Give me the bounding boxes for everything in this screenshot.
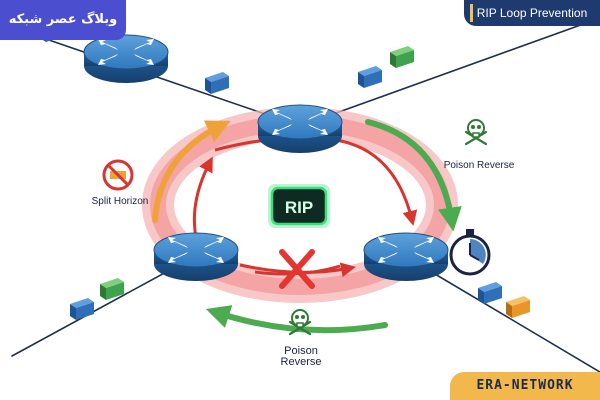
blog-badge: وبلاگ عصر شبکه bbox=[0, 0, 126, 40]
poison-reverse-label-line2: Reverse bbox=[280, 356, 322, 368]
router-bottom-left bbox=[153, 232, 239, 282]
poison-reverse-label-right: Poison Reverse bbox=[443, 160, 515, 171]
router-icon bbox=[257, 104, 343, 154]
rip-label: RIP bbox=[285, 198, 313, 217]
packet-icon bbox=[478, 282, 502, 304]
router-icon bbox=[363, 232, 449, 282]
split-horizon-label: Split Horizon bbox=[91, 196, 149, 207]
link-top-right bbox=[299, 17, 600, 127]
brand-badge: ERA-NETWORK bbox=[450, 372, 600, 400]
skull-crossbones-icon bbox=[464, 118, 488, 146]
router-bottom-right bbox=[363, 232, 449, 282]
red-x-icon bbox=[279, 249, 315, 289]
poison-reverse-label-line1: Poison bbox=[284, 345, 318, 357]
router-top bbox=[257, 104, 343, 154]
poison-reverse-arrow-right bbox=[365, 119, 462, 232]
topic-badge: RIP Loop Prevention bbox=[464, 0, 600, 26]
packet-icon bbox=[358, 66, 382, 88]
split-horizon-arrow bbox=[152, 120, 231, 223]
router-icon bbox=[83, 34, 169, 84]
packet-icon bbox=[205, 72, 229, 94]
packet-icon bbox=[390, 46, 414, 68]
stopwatch-icon bbox=[449, 229, 491, 276]
link-bottom-left bbox=[11, 257, 193, 357]
packet-icon bbox=[70, 298, 94, 320]
link-bottom-right bbox=[407, 257, 600, 373]
router-top-left bbox=[83, 34, 169, 84]
poison-reverse-label-bottom: Poison Reverse bbox=[266, 346, 336, 368]
loop-arrow bbox=[335, 138, 418, 226]
router-icon bbox=[153, 232, 239, 282]
packet-icon bbox=[506, 296, 530, 318]
rip-sign: RIP bbox=[268, 184, 330, 228]
prohibited-icon bbox=[102, 159, 134, 191]
